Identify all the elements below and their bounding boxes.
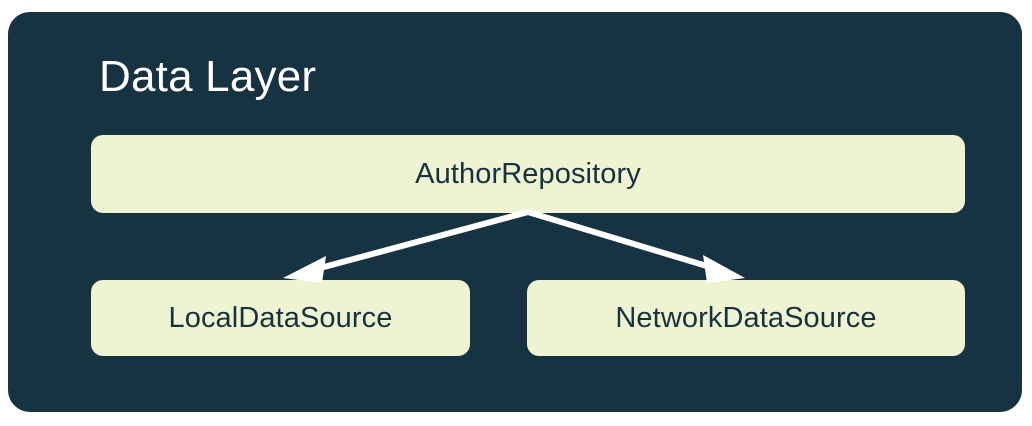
node-label-network-data-source: NetworkDataSource: [615, 302, 877, 334]
node-label-author-repository: AuthorRepository: [415, 158, 641, 190]
node-label-local-data-source: LocalDataSource: [168, 302, 393, 334]
node-local-data-source[interactable]: LocalDataSource: [91, 280, 470, 356]
page-title: Data Layer: [99, 52, 317, 101]
node-author-repository[interactable]: AuthorRepository: [91, 135, 965, 213]
node-network-data-source[interactable]: NetworkDataSource: [527, 280, 965, 356]
